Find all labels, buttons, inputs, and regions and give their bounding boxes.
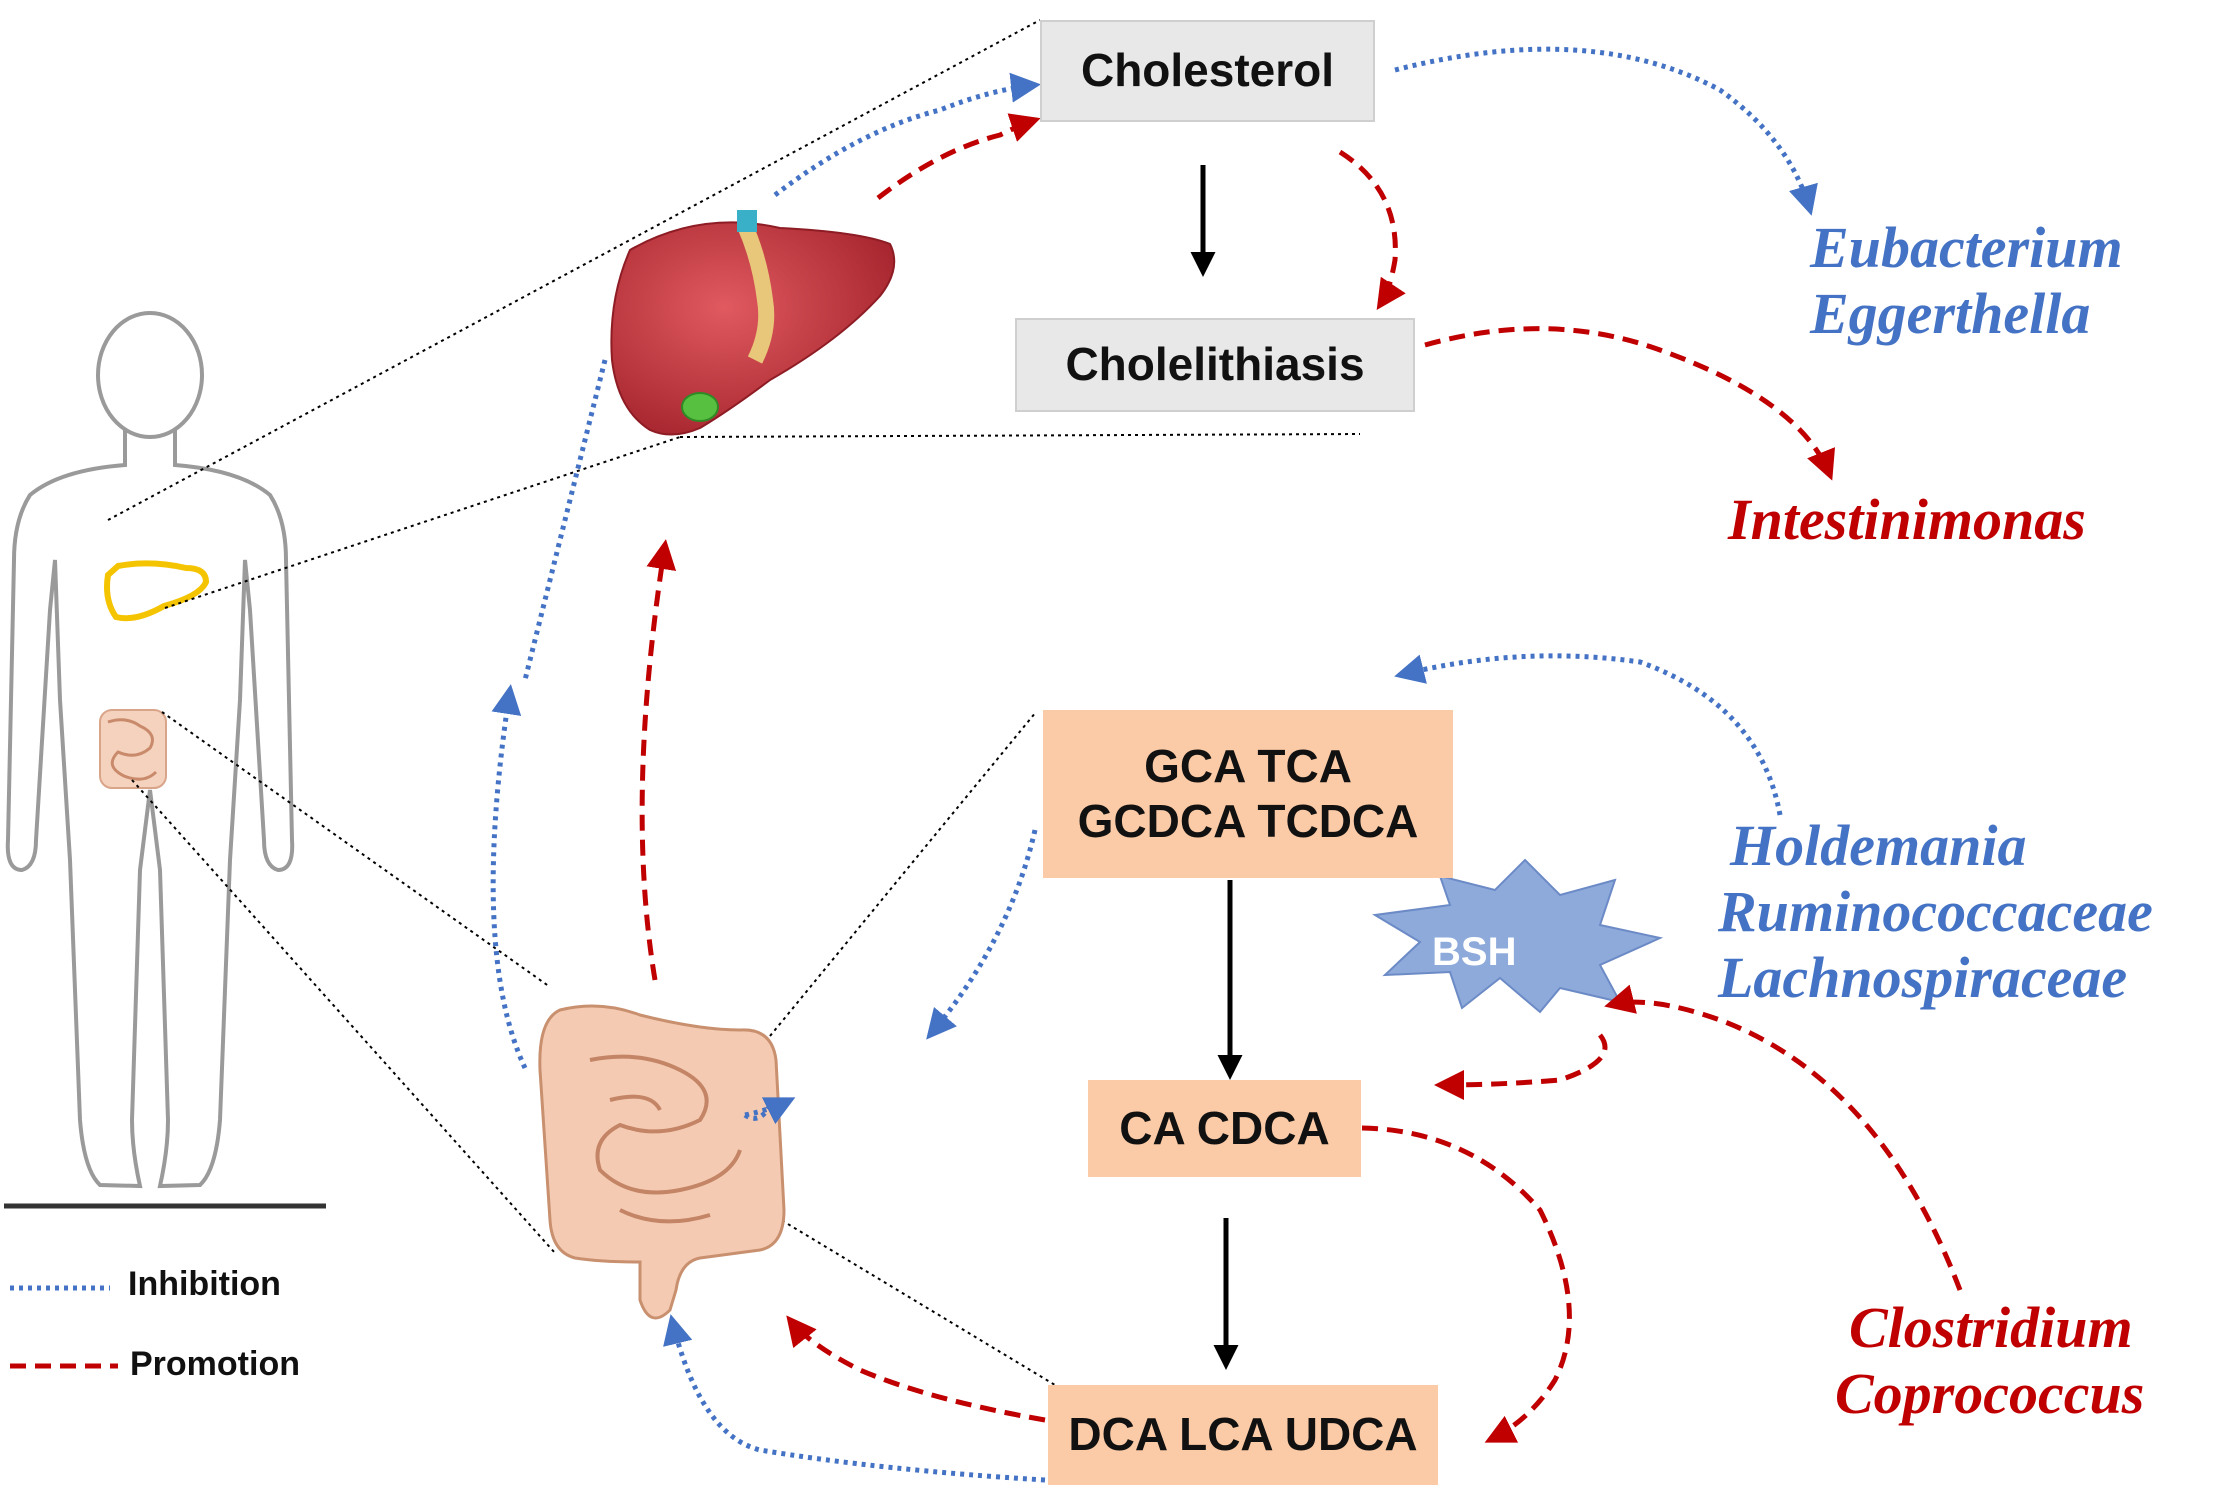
taxon-eggerthella: Eggerthella <box>1810 281 2091 347</box>
conjugated-line-2: GCDCA TCDCA <box>1077 795 1419 847</box>
bsh-label: BSH <box>1432 930 1517 974</box>
legend-inhibition-label: Inhibition <box>128 1265 281 1303</box>
inhibition-arrows <box>490 46 1818 1483</box>
primary-taxa: Clostridium Coprococcus <box>1835 1295 2144 1427</box>
zoom-lines <box>107 19 1361 1386</box>
taxon-lachnospiraceae: Lachnospiraceae <box>1718 945 2128 1011</box>
cholelithiasis-label: Cholelithiasis <box>1065 338 1365 391</box>
human-body-outline-icon <box>5 311 295 1189</box>
body-liver-highlight-icon <box>104 560 210 622</box>
taxon-holdemania: Holdemania <box>1730 813 2027 878</box>
cholelithiasis-box: Cholelithiasis <box>1015 318 1415 412</box>
cholesterol-box: Cholesterol <box>1040 20 1375 122</box>
taxon-clostridium: Clostridium <box>1849 1295 2133 1360</box>
inhibition-link-liver-intestine <box>522 359 608 681</box>
taxon-coprococcus: Coprococcus <box>1835 1361 2145 1427</box>
bsh-starburst-icon <box>1372 858 1664 1014</box>
cholesterol-label: Cholesterol <box>1080 44 1335 97</box>
primary-label: CA CDCA <box>1119 1101 1330 1154</box>
taxon-ruminococcaceae: Ruminococcaceae <box>1718 879 2153 945</box>
conjugated-line-1: GCA TCA <box>1144 739 1352 792</box>
promotion-arrows <box>639 113 1963 1443</box>
conjugated-bile-acids-box: GCA TCA GCDCA TCDCA <box>1043 710 1453 878</box>
bsh-taxa: Holdemania Ruminococcaceae Lachnospirace… <box>1718 813 2153 1011</box>
taxon-eubacterium: Eubacterium <box>1810 215 2123 280</box>
secondary-bile-acids-box: DCA LCA UDCA <box>1048 1385 1438 1485</box>
inhibition-link-intestine-secondary <box>743 1103 773 1121</box>
pathway-arrows <box>1190 165 1243 1370</box>
cholelithiasis-taxa: Intestinimonas <box>1728 487 2086 553</box>
cholesterol-taxa: Eubacterium Eggerthella <box>1810 215 2123 347</box>
taxon-intestinimonas: Intestinimonas <box>1728 487 2086 552</box>
primary-bile-acids-box: CA CDCA <box>1088 1080 1361 1177</box>
legend-promotion-label: Promotion <box>130 1345 300 1383</box>
secondary-label: DCA LCA UDCA <box>1068 1408 1418 1461</box>
liver-icon <box>610 210 896 436</box>
intestine-icon <box>538 1004 786 1320</box>
body-intestine-icon <box>99 709 167 789</box>
